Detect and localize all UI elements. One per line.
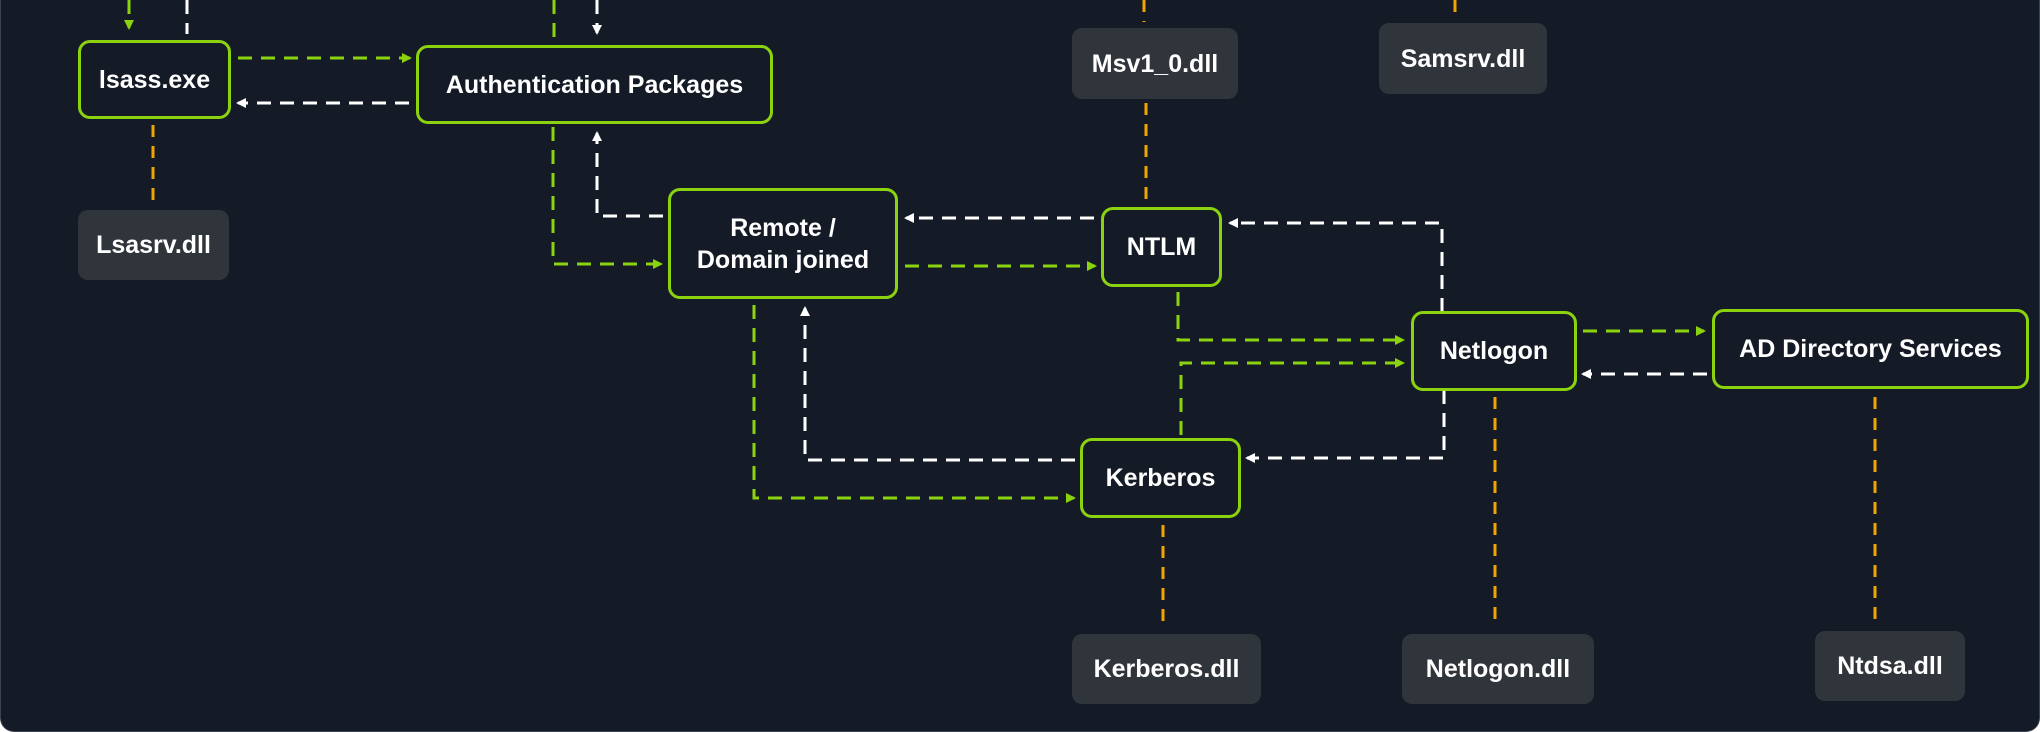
dll-samsrv: Samsrv.dll [1379, 23, 1547, 94]
dll-ntdsa-label: Ntdsa.dll [1837, 652, 1943, 680]
node-ad-directory-services: AD Directory Services [1712, 309, 2029, 389]
arrow-remote-to-auth [592, 131, 663, 218]
dll-kerberos-label: Kerberos.dll [1093, 655, 1240, 683]
arrow-netlogon-to-kerberos [1245, 390, 1446, 463]
node-lsass-label: lsass.exe [98, 65, 211, 94]
arrow-kerberos-to-remote [800, 306, 1075, 462]
node-ad-directory-services-label: AD Directory Services [1739, 335, 2002, 363]
dll-netlogon-label: Netlogon.dll [1425, 655, 1571, 683]
dll-kerberos: Kerberos.dll [1072, 634, 1261, 704]
node-kerberos-label: Kerberos [1105, 464, 1216, 492]
dll-samsrv-label: Samsrv.dll [1400, 44, 1526, 73]
arrow-kerberos-to-netlogon [1179, 358, 1405, 435]
node-kerberos: Kerberos [1080, 438, 1241, 518]
node-ntlm-label: NTLM [1126, 233, 1197, 261]
node-ntlm: NTLM [1101, 207, 1222, 287]
dll-lsasrv-label: Lsasrv.dll [96, 231, 211, 259]
dll-netlogon: Netlogon.dll [1402, 634, 1594, 704]
arrow-auth-to-remote [551, 127, 663, 269]
dll-msv1-0-label: Msv1_0.dll [1091, 49, 1219, 78]
arrow-ntlm-to-netlogon [1176, 292, 1405, 345]
arrow-netlogon-to-ntlm [1228, 218, 1444, 312]
node-remote-label-line1: Remote / [730, 213, 836, 242]
node-lsass: lsass.exe [78, 40, 231, 119]
dll-ntdsa: Ntdsa.dll [1815, 631, 1965, 701]
node-authentication-packages-label: Authentication Packages [445, 70, 744, 99]
node-netlogon-label: Netlogon [1439, 337, 1549, 365]
dll-msv1-0: Msv1_0.dll [1072, 28, 1238, 99]
arrow-remote-to-kerberos [752, 305, 1076, 503]
node-remote-domain-joined: Remote / Domain joined [668, 188, 898, 299]
node-authentication-packages: Authentication Packages [416, 45, 773, 124]
dll-lsasrv: Lsasrv.dll [78, 210, 229, 280]
node-remote-label-line2: Domain joined [696, 245, 870, 274]
node-netlogon: Netlogon [1411, 311, 1577, 391]
